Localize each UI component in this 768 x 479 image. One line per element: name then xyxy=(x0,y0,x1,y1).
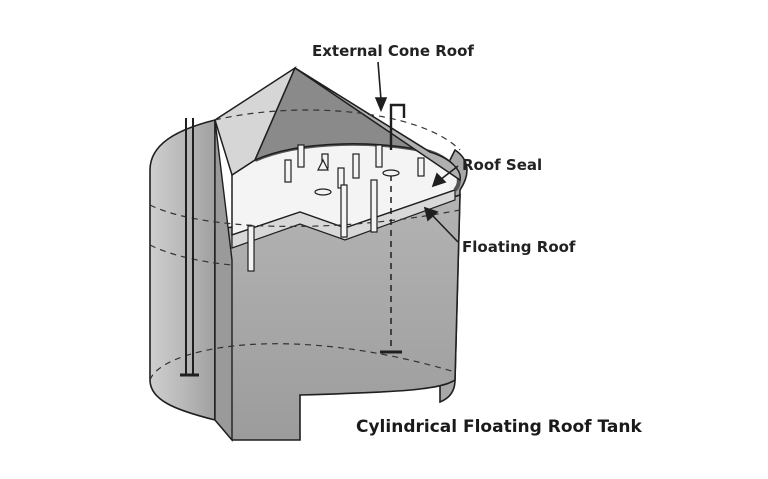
right-guide-pole xyxy=(380,103,406,354)
diagram-caption: Cylindrical Floating Roof Tank xyxy=(356,417,642,437)
label-floating-roof: Floating Roof xyxy=(462,238,576,256)
label-external-cone-roof: External Cone Roof xyxy=(312,42,474,60)
left-gauge-pole xyxy=(180,118,199,377)
leader-arrows xyxy=(374,61,459,243)
tank-interior xyxy=(214,193,461,441)
label-roof-seal: Roof Seal xyxy=(462,156,542,174)
cone-roof-right-face xyxy=(294,67,461,182)
tank-cut-face xyxy=(214,119,233,442)
roof-legs xyxy=(247,144,425,272)
